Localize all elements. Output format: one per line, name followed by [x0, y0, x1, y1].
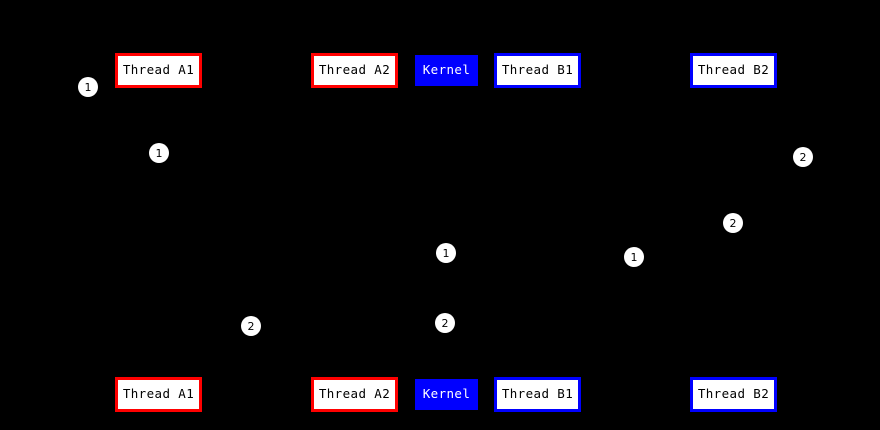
participant-box-thread-b2-bottom[interactable]: Thread B2	[690, 377, 777, 412]
participant-box-thread-b2-top[interactable]: Thread B2	[690, 53, 777, 88]
participant-box-thread-b1-bottom[interactable]: Thread B1	[494, 377, 581, 412]
sequence-badge-label: 2	[729, 216, 737, 230]
sequence-badge: 2	[793, 147, 813, 167]
sequence-badge: 1	[436, 243, 456, 263]
participant-box-thread-a1-bottom[interactable]: Thread A1	[115, 377, 202, 412]
participant-label-thread-a1-top: Thread A1	[122, 62, 195, 78]
sequence-badge-label: 1	[630, 250, 638, 264]
participant-box-thread-b1-top[interactable]: Thread B1	[494, 53, 581, 88]
lifeline-thread-a1	[158, 88, 159, 377]
participant-label-thread-b1-top: Thread B1	[501, 62, 574, 78]
sequence-badge-label: 2	[799, 150, 807, 164]
participant-box-thread-a2-bottom[interactable]: Thread A2	[311, 377, 398, 412]
participant-box-thread-a1-top[interactable]: Thread A1	[115, 53, 202, 88]
message-arrow-kernel-to-a1	[251, 322, 446, 327]
participant-label-thread-a1-bottom: Thread A1	[122, 386, 195, 402]
participant-box-thread-a2-top[interactable]: Thread A2	[311, 53, 398, 88]
sequence-badge-label: 2	[441, 316, 449, 330]
sequence-badge: 2	[241, 316, 261, 336]
lifeline-thread-b1	[537, 88, 538, 377]
sequence-badge: 1	[149, 143, 169, 163]
participant-label-thread-b1-bottom: Thread B1	[501, 386, 574, 402]
message-arrow-b2-to-b1	[537, 157, 734, 258]
participant-label-thread-a2-bottom: Thread A2	[318, 386, 391, 402]
sequence-badge-label: 1	[442, 246, 450, 260]
sequence-badge: 2	[435, 313, 455, 333]
participant-label-thread-b2-bottom: Thread B2	[697, 386, 770, 402]
sequence-badge-label: 1	[155, 146, 163, 160]
sequence-badge: 1	[78, 77, 98, 97]
participant-label-thread-b2-top: Thread B2	[697, 62, 770, 78]
participant-box-kernel-top[interactable]: Kernel	[415, 55, 478, 86]
sequence-badge-label: 2	[247, 319, 255, 333]
sequence-badge-label: 1	[84, 80, 92, 94]
lifeline-thread-a2	[354, 88, 355, 377]
participant-label-kernel-bottom: Kernel	[422, 386, 471, 402]
message-arrow-a1-to-kernel	[157, 153, 447, 254]
participant-box-kernel-bottom[interactable]: Kernel	[415, 379, 478, 410]
participant-label-thread-a2-top: Thread A2	[318, 62, 391, 78]
participant-label-kernel-top: Kernel	[422, 62, 471, 78]
sequence-badge: 1	[624, 247, 644, 267]
sequence-badge: 2	[723, 213, 743, 233]
lifeline-kernel	[446, 86, 447, 379]
